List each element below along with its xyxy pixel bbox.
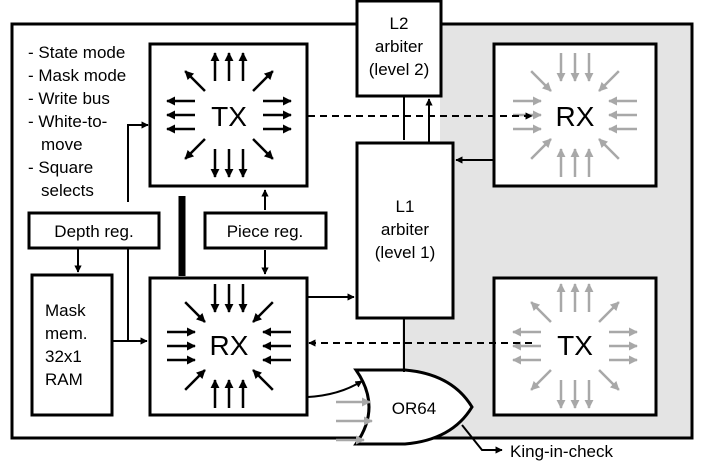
- signal-item: - White-to-: [28, 112, 107, 131]
- radial-arrow: [598, 138, 620, 160]
- radial-arrow: [252, 301, 274, 323]
- output-label: King-in-check: [510, 442, 613, 461]
- radial-arrow: [530, 369, 552, 391]
- l1-arbiter-line: L1: [396, 197, 415, 216]
- radial-arrow: [530, 70, 552, 92]
- radial-arrow: [598, 301, 620, 323]
- radial-arrow: [598, 369, 620, 391]
- l2-arbiter-line: arbiter: [375, 37, 424, 56]
- l1-arbiter-line: arbiter: [381, 220, 430, 239]
- tx-neighbor-arrows: [512, 283, 638, 409]
- l1-arbiter-line: (level 1): [375, 243, 435, 262]
- mask-mem-line: Mask: [45, 301, 86, 320]
- tx-neighbor-label: TX: [557, 330, 593, 361]
- rx-main-label: RX: [210, 330, 249, 361]
- connections: [74, 97, 533, 454]
- piece-reg-label: Piece reg.: [227, 222, 304, 241]
- radial-arrow: [252, 70, 274, 92]
- l2-arbiter-box: [355, 0, 443, 98]
- signal-item: - Write bus: [28, 89, 110, 108]
- signal-item: - State mode: [28, 43, 125, 62]
- signal-item: move: [41, 135, 83, 154]
- rx-main-arrows: [167, 284, 291, 408]
- signal-item: selects: [41, 181, 94, 200]
- depth-reg-box: [27, 211, 161, 250]
- mask-mem-line: mem.: [45, 324, 88, 343]
- piece-reg-box: [203, 211, 328, 250]
- l1-arbiter-box: [355, 141, 455, 320]
- signal-list: - State mode - Mask mode - Write bus - W…: [28, 43, 126, 200]
- radial-arrow: [184, 369, 206, 391]
- tx-main-arrows: [166, 52, 292, 178]
- radial-arrow: [184, 70, 206, 92]
- mask-mem-line: 32x1: [45, 347, 82, 366]
- radial-arrow: [530, 138, 552, 160]
- l2-arbiter-line: (level 2): [369, 60, 429, 79]
- mask-mem-line: RAM: [45, 370, 83, 389]
- radial-arrow: [530, 301, 552, 323]
- radial-arrow: [184, 138, 206, 160]
- signal-item: - Mask mode: [28, 66, 126, 85]
- outer-border: [10, 22, 694, 440]
- radial-arrow: [252, 369, 274, 391]
- or64-label: OR64: [392, 399, 436, 418]
- depth-reg-label: Depth reg.: [54, 222, 133, 241]
- or64-grey-inputs: [336, 397, 373, 445]
- radial-arrow: [598, 70, 620, 92]
- or64-gate: [353, 368, 474, 446]
- radial-arrow: [252, 138, 274, 160]
- radial-arrow: [184, 301, 206, 323]
- mask-mem-box: [30, 273, 114, 417]
- rx-neighbor-label: RX: [556, 101, 595, 132]
- l2-arbiter-line: L2: [390, 14, 409, 33]
- tx-main-label: TX: [211, 101, 247, 132]
- signal-item: - Square: [28, 158, 93, 177]
